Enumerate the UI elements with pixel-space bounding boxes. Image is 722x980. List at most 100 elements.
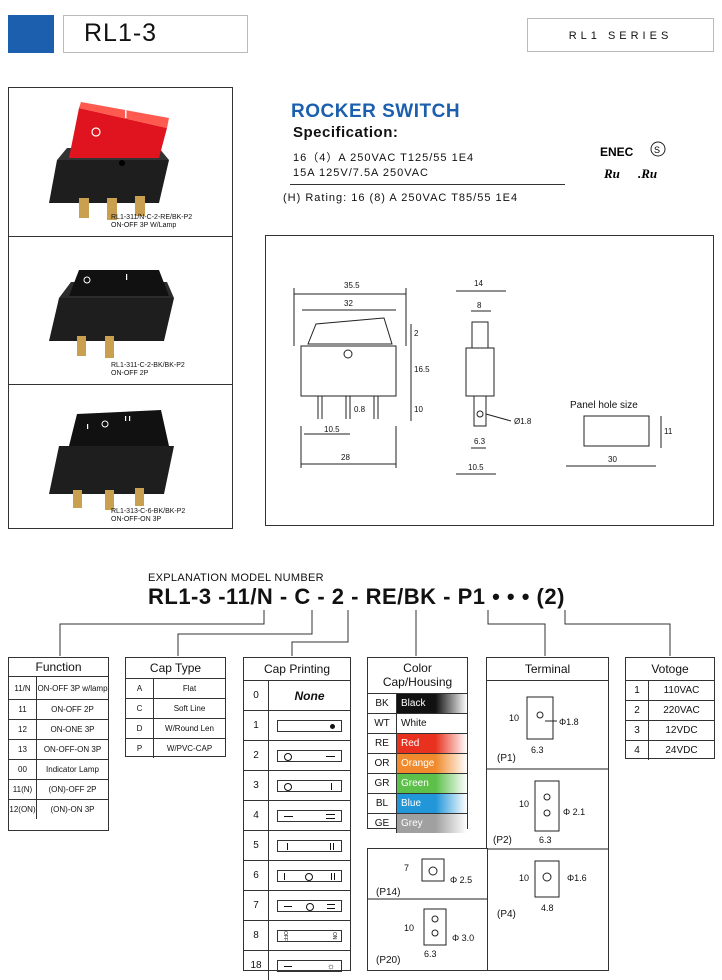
rocker-switch-image: [49, 102, 169, 220]
dim-11: 11: [664, 427, 673, 436]
product-caption-model: RL1-311/N-C-2-RE/BK-P2: [111, 214, 193, 221]
product-caption-model: RL1-313-C-6-BK/BK-P2: [111, 508, 186, 515]
model-number: RL1-3 -11/N - C - 2 - RE/BK - P1 • • • (…: [148, 584, 565, 609]
terminal-p14-h: 7: [404, 863, 409, 873]
cap-printing-title: Cap Printing: [244, 658, 350, 681]
color-swatch: White: [397, 714, 467, 733]
function-title: Function: [9, 658, 108, 677]
svg-text:Ru: Ru: [603, 166, 620, 181]
terminal-p1-h: 10: [509, 713, 519, 723]
spec-title: ROCKER SWITCH: [291, 101, 461, 122]
terminal-p4-label: (P4): [497, 909, 516, 920]
color-swatch: Orange: [397, 754, 467, 773]
svg-text:.Ru: .Ru: [638, 166, 657, 181]
table-row: 18☼: [244, 951, 350, 980]
page-title: RL1-3: [84, 19, 158, 47]
terminal-p2-h: 10: [519, 799, 529, 809]
table-row: 2: [244, 741, 350, 771]
panel-hole-label: Panel hole size: [570, 400, 638, 411]
technical-drawing: 35.5 32 2 16.5 10 0.8 10.5 28 14 8 Ø1.8 …: [265, 235, 714, 526]
cap-print-dot-icon: [277, 719, 342, 732]
certification-marks-icon: ENEC S Ru .Ru: [600, 141, 666, 181]
spec-line-2: 15A 125V/7.5A 250VAC: [293, 167, 429, 179]
dim-10-5: 10.5: [324, 425, 340, 434]
terminal-p20-w: 6.3: [424, 949, 437, 959]
product-card: RL1-311/N-C-2-RE/BK-P2 ON-OFF 3P W/Lamp: [9, 88, 232, 237]
table-row: 5: [244, 831, 350, 861]
table-row: 1: [244, 711, 350, 741]
dim-1-8: Ø1.8: [514, 417, 532, 426]
cap-print-o-i-icon: [277, 779, 342, 792]
table-row: 4: [244, 801, 350, 831]
terminal-extra-table: 7 Φ 2.5 (P14) 10 Φ 3.0 6.3 (P20): [367, 848, 488, 971]
dim-14: 14: [474, 279, 483, 288]
rocker-switch-image: [49, 410, 174, 510]
terminal-p2-w: 6.3: [539, 835, 552, 845]
dim-32: 32: [344, 299, 353, 308]
connector-lines: [59, 610, 671, 656]
product-card: RL1-311-C-2-BK/BK-P2 ON-OFF 2P: [9, 236, 232, 385]
rocker-switch-image: [49, 270, 174, 358]
dim-16-5: 16.5: [414, 365, 430, 374]
table-row: 3: [244, 771, 350, 801]
dim-30: 30: [608, 455, 617, 464]
dim-2: 2: [414, 329, 419, 338]
terminal-p20-h: 10: [404, 923, 414, 933]
terminal-p4-h: 10: [519, 873, 529, 883]
svg-text:ENEC: ENEC: [600, 145, 634, 159]
color-swatch: Grey: [397, 814, 467, 833]
terminal-diagrams: 10 Φ1.8 6.3 (P1) 10 Φ 2.1 6.3 (P2) 10 Φ1…: [487, 696, 608, 920]
dim-35-5: 35.5: [344, 281, 360, 290]
terminal-p1-label: (P1): [497, 753, 516, 764]
cap-print-sun-icon: ☼: [277, 959, 342, 972]
dim-8: 8: [477, 301, 482, 310]
cap-print-dash-o-equal-icon: [277, 899, 342, 912]
terminal-p14-label: (P14): [376, 887, 400, 898]
dim-10-5b: 10.5: [468, 463, 484, 472]
terminal-p1-w: 6.3: [531, 745, 544, 755]
spec-subtitle: Specification:: [293, 124, 399, 141]
title-box: [63, 15, 248, 53]
spec-line-1: 16（4）A 250VAC T125/55 1E4: [293, 152, 475, 164]
product-caption-desc: ON-OFF-ON 3P: [111, 516, 162, 523]
terminal-p2-label: (P2): [493, 835, 512, 846]
cap-print-i-ii-icon: [277, 839, 342, 852]
spec-rating: (H) Rating: 16 (8) A 250VAC T85/55 1E4: [283, 192, 519, 204]
explanation-label: EXPLANATION MODEL NUMBER: [148, 572, 324, 584]
terminal-p20-label: (P20): [376, 955, 400, 966]
cap-type-title: Cap Type: [126, 658, 225, 679]
cap-print-i-o-ii-icon: [277, 869, 342, 882]
terminal-p20-d: Φ 3.0: [452, 933, 474, 943]
dim-10: 10: [414, 405, 423, 414]
terminal-p1-d: Φ1.8: [559, 717, 579, 727]
brand-square: [8, 15, 54, 53]
table-row: 7: [244, 891, 350, 921]
dimension-drawing: 35.5 32 2 16.5 10 0.8 10.5 28 14 8 Ø1.8 …: [293, 279, 673, 475]
terminal-title: Terminal: [487, 658, 608, 681]
dim-6-3: 6.3: [474, 437, 486, 446]
product-photos: RL1-311/N-C-2-RE/BK-P2 ON-OFF 3P W/Lamp …: [8, 87, 233, 529]
spec-divider: [290, 184, 565, 185]
terminal-p2-d: Φ 2.1: [563, 807, 585, 817]
